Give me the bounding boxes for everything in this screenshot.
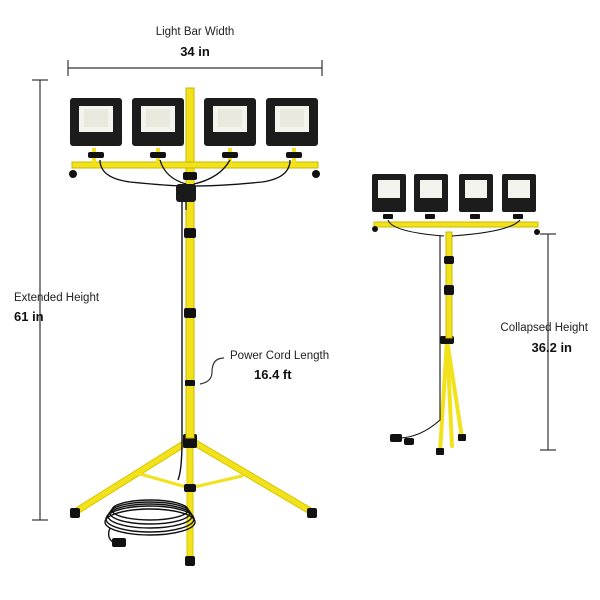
lamp-3 (204, 98, 256, 158)
lamp-2 (132, 98, 184, 158)
collapsed-pole (444, 231, 454, 339)
power-cord (104, 202, 196, 547)
lamp-cables (99, 159, 291, 210)
collapsed-light-bar (372, 221, 540, 235)
extended-work-light (69, 87, 320, 566)
collapsed-height-label-value: 36.2 in (531, 340, 572, 355)
collapsed-tripod-legs (436, 336, 466, 455)
telescopic-pole (183, 87, 197, 439)
extended-height-label-name: Extended Height (14, 292, 100, 304)
collapsed-work-light (372, 174, 540, 455)
power-cord-leader (199, 357, 225, 385)
width-dimension-line (67, 60, 323, 76)
tripod-legs (70, 434, 317, 566)
extended-height-dimension-line (32, 79, 48, 521)
collapsed-height-dimension-line (540, 233, 556, 451)
lamp-4 (266, 98, 318, 158)
collapsed-lamp-4 (502, 174, 536, 219)
power-cord-label-value: 16.4 ft (254, 367, 292, 382)
collapsed-lamp-2 (414, 174, 448, 219)
lamp-1 (70, 98, 122, 158)
width-label-name: Light Bar Width (155, 26, 235, 38)
collapsed-lamp-3 (459, 174, 493, 219)
extended-height-label-value: 61 in (14, 309, 44, 324)
collapsed-height-label-name: Collapsed Height (500, 322, 588, 334)
width-label-value: 34 in (180, 44, 210, 59)
power-cord-label-name: Power Cord Length (230, 350, 330, 362)
collapsed-cables (387, 219, 521, 445)
collapsed-lamp-1 (372, 174, 406, 219)
